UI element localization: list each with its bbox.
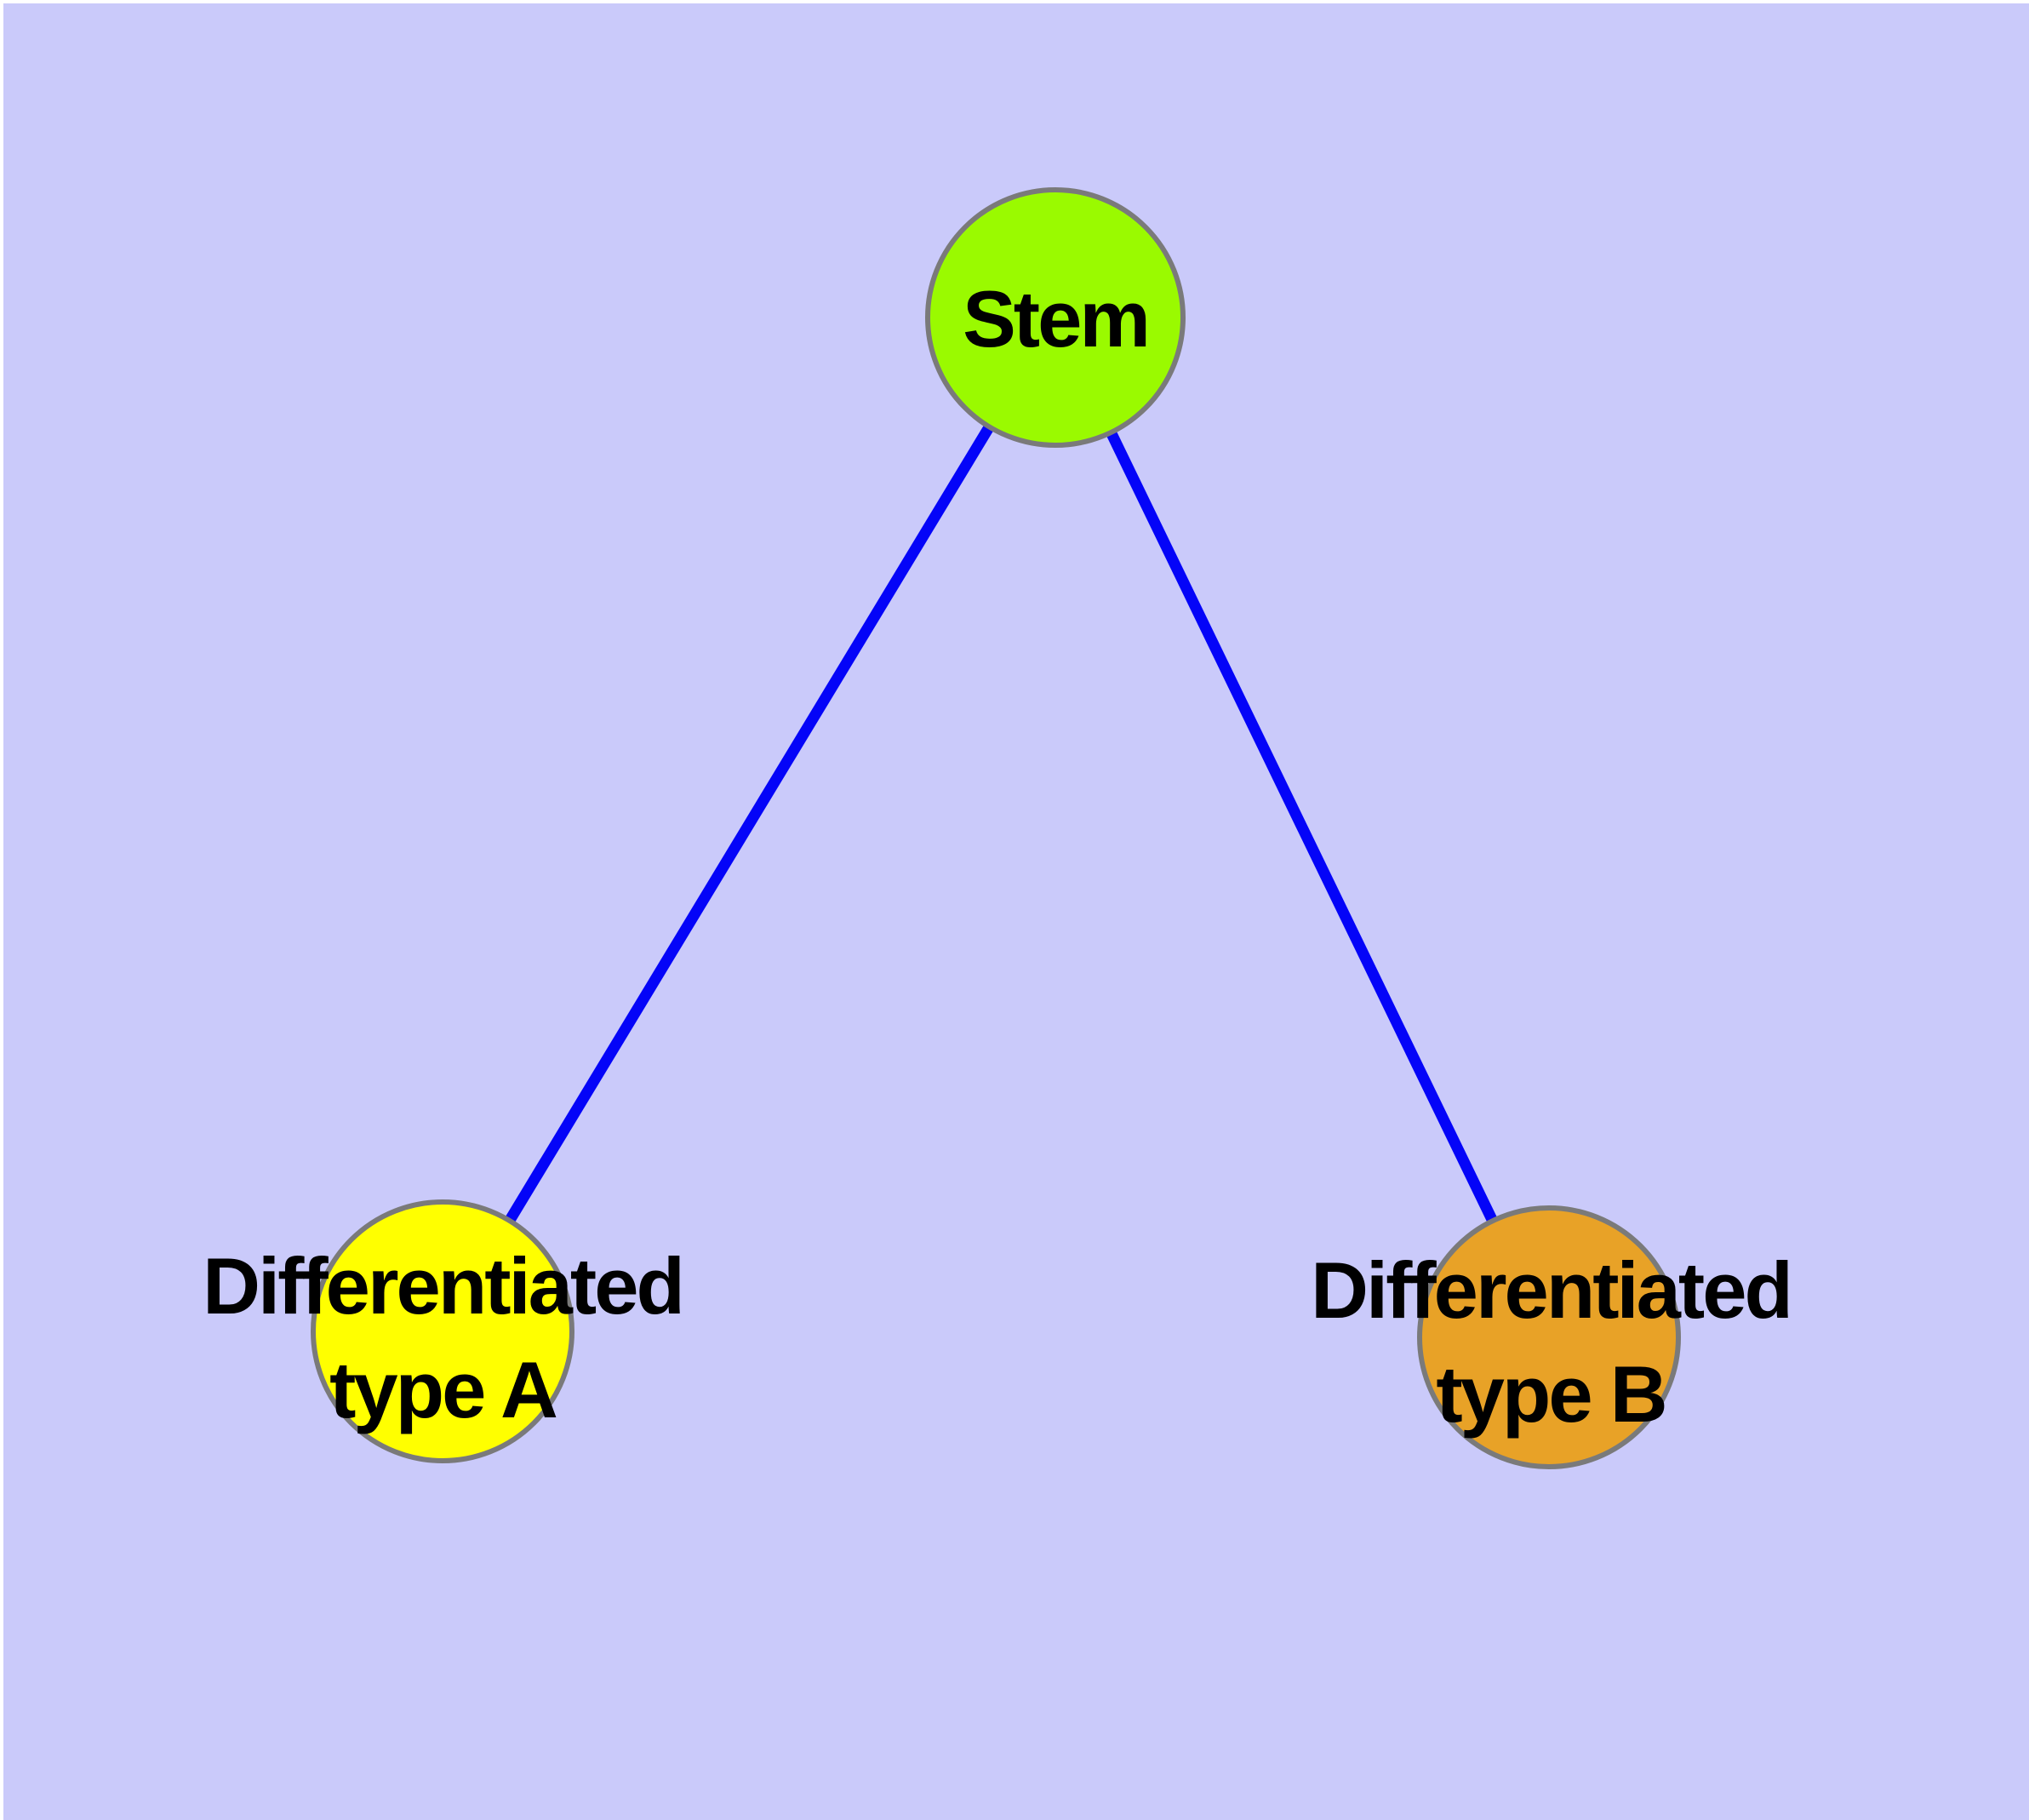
node-type-b-circle xyxy=(1417,1205,1681,1469)
edge-stem-to-type-a xyxy=(437,314,1060,1335)
node-stem-circle xyxy=(925,187,1186,448)
node-type-a-circle xyxy=(311,1199,574,1463)
edge-stem-to-type-b xyxy=(1050,315,1554,1340)
